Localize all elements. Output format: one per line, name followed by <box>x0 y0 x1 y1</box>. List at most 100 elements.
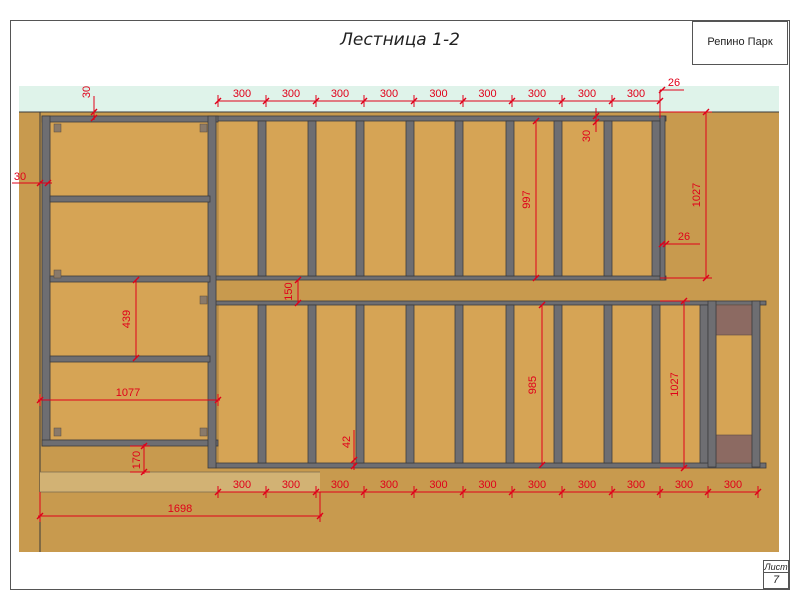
title-block: Репино Парк <box>692 21 788 65</box>
sheet-block: Лист 7 <box>763 560 789 589</box>
beam-30-tick <box>592 112 600 120</box>
top-spacing-dim-label: 300 <box>282 88 300 100</box>
upper-depth-dim-tick <box>532 117 540 125</box>
drawing-frame <box>10 20 790 590</box>
offset-left-label: 30 <box>14 171 26 183</box>
flange-tick <box>658 86 666 94</box>
bottom-spacing-dim-label: 300 <box>429 479 447 491</box>
top-spacing-dim-label: 300 <box>429 88 447 100</box>
stair-structure <box>41 115 767 469</box>
landing-joist <box>49 275 211 283</box>
upper-total-dim-label: 1027 <box>691 183 703 207</box>
landing-frame-right <box>207 115 217 469</box>
offset-top-tick <box>90 108 98 116</box>
lower-step-beam <box>454 304 464 464</box>
gap-dim-label: 150 <box>283 282 295 300</box>
landing-joist <box>49 195 211 203</box>
top-spacing-dim-label: 300 <box>528 88 546 100</box>
upper-step-beam <box>405 120 415 277</box>
upper-step-beam <box>553 120 563 277</box>
upper-depth-dim-label: 997 <box>521 190 533 208</box>
lower-step-beam <box>699 304 709 464</box>
lower-total-dim-label: 1027 <box>669 372 681 396</box>
lower-depth-dim-tick <box>538 301 546 309</box>
lower-step-beam <box>307 304 317 464</box>
beam-42-tick <box>350 456 358 464</box>
landing-post <box>199 123 208 133</box>
upper-depth-dim-tick <box>532 274 540 282</box>
beam-30-tick <box>592 118 600 126</box>
flange-label: 26 <box>668 77 680 89</box>
landing-post <box>53 427 62 437</box>
upper-flange-right <box>659 115 666 281</box>
landing-frame-top <box>41 115 219 123</box>
bay-height-dim-tick <box>132 276 140 284</box>
bottom-spacing-dim-label: 300 <box>478 479 496 491</box>
flange-right-tick <box>662 240 670 248</box>
beam-42-tick <box>350 462 358 470</box>
landing-frame-left <box>41 115 51 447</box>
bottom-spacing-dim-label: 300 <box>380 479 398 491</box>
bay-height-dim-label: 439 <box>121 310 133 328</box>
upper-step-beam <box>355 120 365 277</box>
overall-width-label: 1698 <box>168 503 192 515</box>
top-spacing-dim-label: 300 <box>233 88 251 100</box>
landing-post <box>53 123 62 133</box>
landing-frame-bottom <box>41 439 219 447</box>
flange-right-label: 26 <box>678 231 690 243</box>
landing-post <box>199 427 208 437</box>
bottom-spacing-dim-label: 300 <box>627 479 645 491</box>
beam-30-label: 30 <box>581 130 593 142</box>
project-name: Репино Парк <box>707 36 773 48</box>
sheet-label: Лист <box>764 562 788 573</box>
flange-right-tick <box>658 240 666 248</box>
top-spacing-dim-label: 300 <box>331 88 349 100</box>
lower-step-beam <box>553 304 563 464</box>
lower-depth-dim-label: 985 <box>527 376 539 394</box>
upper-step-beam <box>257 120 267 277</box>
upper-step-beam <box>454 120 464 277</box>
offset-top-tick <box>90 114 98 122</box>
bay-height-dim-tick <box>132 354 140 362</box>
sheet-number: 7 <box>772 574 780 586</box>
sky-band <box>19 86 779 112</box>
upper-stringer-bottom <box>215 275 667 281</box>
lower-step-beam <box>651 304 661 464</box>
upper-step-beam <box>603 120 613 277</box>
ground-strip <box>40 472 320 492</box>
lower-step-beam <box>257 304 267 464</box>
upper-flight-decking <box>217 117 665 279</box>
offset-left-tick <box>36 179 44 187</box>
drawing-title: Лестница 1-2 <box>340 30 460 50</box>
top-spacing-dim-label: 300 <box>478 88 496 100</box>
landing-width-label: 1077 <box>116 387 140 399</box>
bottom-spacing-dim-label: 300 <box>233 479 251 491</box>
lower-step-beam <box>603 304 613 464</box>
lower-step-beam <box>355 304 365 464</box>
bottom-support-block <box>715 434 753 464</box>
lower-step-beam <box>505 304 515 464</box>
lower-step-beam <box>405 304 415 464</box>
gap-dim-tick <box>294 299 302 307</box>
offset-top-label: 30 <box>81 86 93 98</box>
landing-joist <box>49 355 211 363</box>
landing-post <box>199 295 208 305</box>
bottom-spacing-dim-label: 300 <box>331 479 349 491</box>
step-170-label: 170 <box>131 451 143 469</box>
bottom-spacing-dim-label: 300 <box>675 479 693 491</box>
top-support-block <box>715 304 753 336</box>
bottom-spacing-dim-label: 300 <box>282 479 300 491</box>
bottom-spacing-dim-label: 300 <box>528 479 546 491</box>
top-spacing-dim-label: 300 <box>627 88 645 100</box>
gap-dim-tick <box>294 276 302 284</box>
bottom-spacing-dim-label: 300 <box>724 479 742 491</box>
upper-step-beam <box>307 120 317 277</box>
offset-left-tick <box>44 179 52 187</box>
top-landing-beam-left <box>707 300 717 468</box>
top-spacing-dim-label: 300 <box>578 88 596 100</box>
upper-step-beam <box>505 120 515 277</box>
bottom-spacing-dim-label: 300 <box>578 479 596 491</box>
lower-depth-dim-tick <box>538 461 546 469</box>
upper-step-beam <box>651 120 661 277</box>
